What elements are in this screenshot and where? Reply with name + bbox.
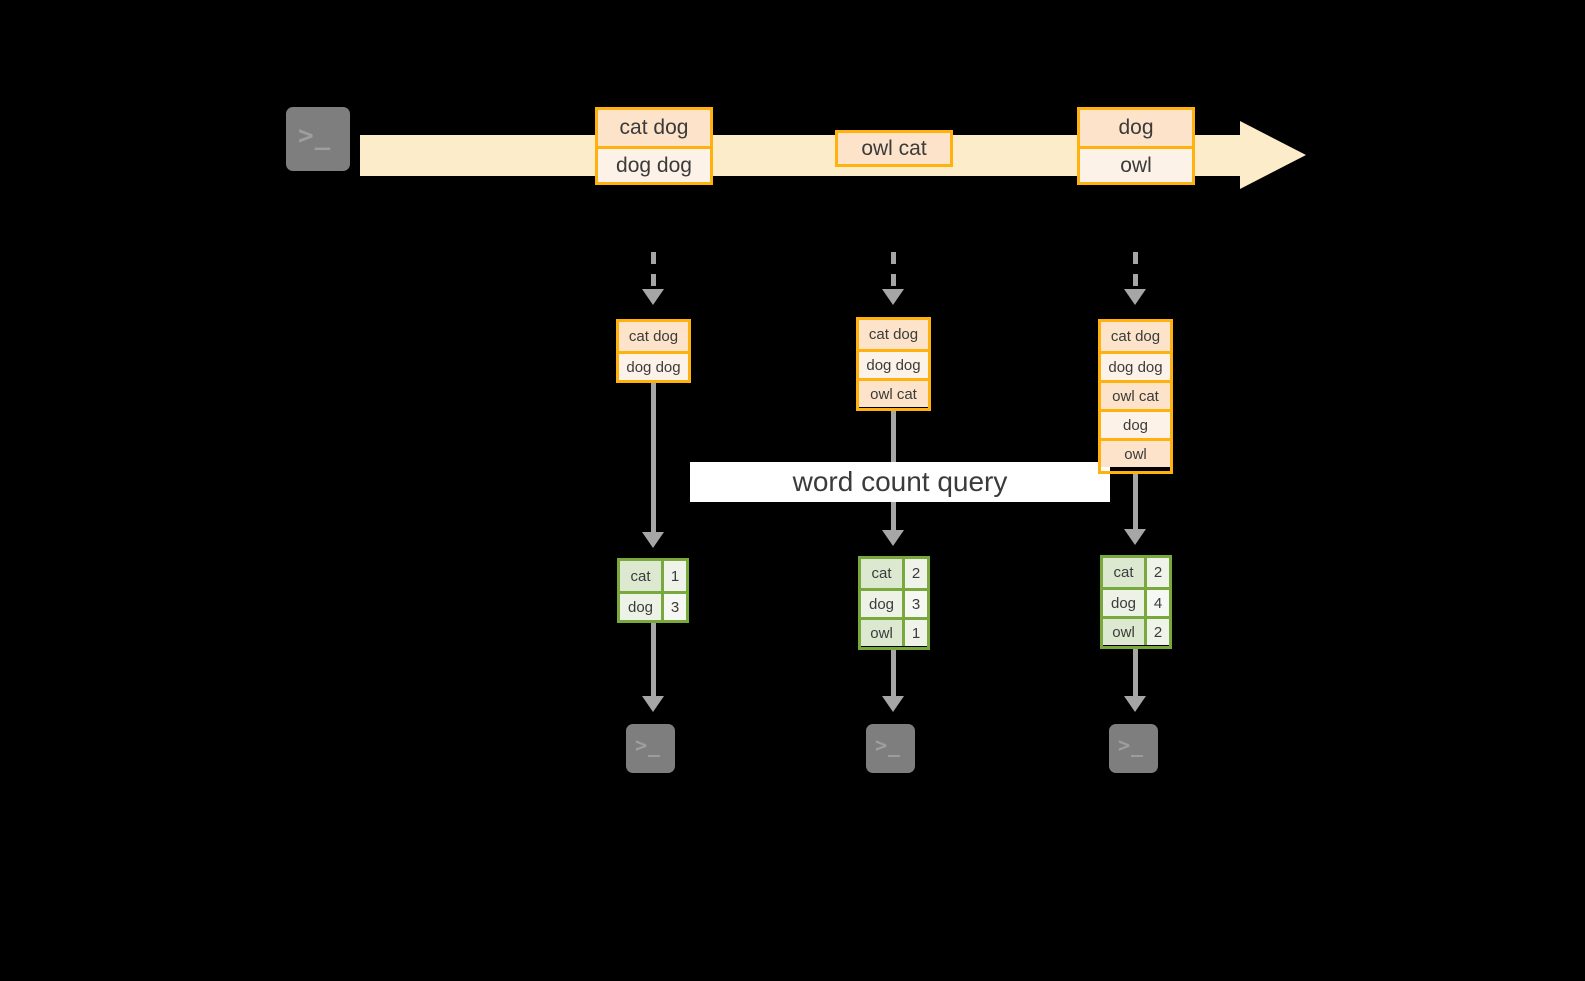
column-3-inbound-dashed-line bbox=[1133, 252, 1138, 292]
column-2-result-table[interactable]: cat 2 dog 3 owl 1 bbox=[858, 556, 930, 650]
table-row: dog 3 bbox=[861, 588, 927, 617]
count-cell: 2 bbox=[902, 559, 927, 588]
table-row: owl 1 bbox=[861, 617, 927, 646]
column-1-query-line bbox=[651, 383, 656, 535]
table-row: dog 3 bbox=[620, 591, 686, 620]
stream-line: dog dog bbox=[598, 146, 710, 182]
column-3-output-line bbox=[1133, 649, 1138, 699]
column-1-inbound-dashed-line bbox=[651, 252, 656, 292]
word-cell: dog bbox=[620, 594, 662, 620]
column-2-inbound-arrowhead bbox=[882, 289, 904, 305]
stream-line: owl cat bbox=[838, 133, 950, 164]
accumulated-line: owl bbox=[1101, 438, 1170, 467]
count-cell: 3 bbox=[661, 594, 686, 620]
word-cell: owl bbox=[1103, 619, 1145, 645]
count-cell: 1 bbox=[661, 561, 686, 591]
column-2-output-line bbox=[891, 650, 896, 699]
stream-line: owl bbox=[1080, 146, 1192, 182]
accumulated-line: cat dog bbox=[619, 322, 688, 351]
column-3-query-line bbox=[1133, 474, 1138, 532]
accumulated-line: owl cat bbox=[1101, 380, 1170, 409]
accumulated-line: dog dog bbox=[859, 349, 928, 378]
column-1-query-arrowhead bbox=[642, 532, 664, 548]
accumulated-line: dog dog bbox=[1101, 351, 1170, 380]
table-row: owl 2 bbox=[1103, 616, 1169, 645]
table-row: cat 2 bbox=[861, 559, 927, 588]
terminal-prompt-glyph: >_ bbox=[635, 733, 662, 757]
column-1-accumulated-box[interactable]: cat dog dog dog bbox=[616, 319, 691, 383]
word-cell: dog bbox=[1103, 590, 1145, 616]
stream-batch-2[interactable]: owl cat bbox=[835, 130, 953, 167]
column-2-query-arrowhead bbox=[882, 530, 904, 546]
word-cell: cat bbox=[861, 559, 903, 588]
accumulated-line: owl cat bbox=[859, 378, 928, 407]
stream-line: cat dog bbox=[598, 110, 710, 146]
column-1-output-line bbox=[651, 623, 656, 699]
accumulated-line: dog dog bbox=[619, 351, 688, 380]
word-cell: cat bbox=[620, 561, 662, 591]
count-cell: 4 bbox=[1144, 590, 1169, 616]
column-3-inbound-arrowhead bbox=[1124, 289, 1146, 305]
column-1-output-arrowhead bbox=[642, 696, 664, 712]
column-1-consumer-terminal-icon[interactable]: >_ bbox=[617, 715, 684, 782]
column-2-output-arrowhead bbox=[882, 696, 904, 712]
column-3-result-table[interactable]: cat 2 dog 4 owl 2 bbox=[1100, 555, 1172, 649]
word-cell: dog bbox=[861, 591, 903, 617]
producer-terminal-icon[interactable]: >_ bbox=[277, 98, 359, 180]
terminal-screen bbox=[626, 724, 675, 773]
stream-arrowhead bbox=[1240, 121, 1306, 189]
terminal-prompt-glyph: >_ bbox=[298, 121, 332, 151]
column-3-accumulated-box[interactable]: cat dog dog dog owl cat dog owl bbox=[1098, 319, 1173, 474]
accumulated-line: cat dog bbox=[1101, 322, 1170, 351]
count-cell: 2 bbox=[1144, 619, 1169, 645]
query-label: word count query bbox=[690, 462, 1110, 502]
word-cell: cat bbox=[1103, 558, 1145, 587]
column-2-consumer-terminal-icon[interactable]: >_ bbox=[857, 715, 924, 782]
column-2-accumulated-box[interactable]: cat dog dog dog owl cat bbox=[856, 317, 931, 411]
accumulated-line: dog bbox=[1101, 409, 1170, 438]
column-3-output-arrowhead bbox=[1124, 696, 1146, 712]
terminal-prompt-glyph: >_ bbox=[1118, 733, 1145, 757]
column-1-result-table[interactable]: cat 1 dog 3 bbox=[617, 558, 689, 623]
count-cell: 1 bbox=[902, 620, 927, 646]
count-cell: 2 bbox=[1144, 558, 1169, 587]
terminal-prompt-glyph: >_ bbox=[875, 733, 902, 757]
table-row: cat 2 bbox=[1103, 558, 1169, 587]
word-cell: owl bbox=[861, 620, 903, 646]
stream-line: dog bbox=[1080, 110, 1192, 146]
accumulated-line: cat dog bbox=[859, 320, 928, 349]
column-1-inbound-arrowhead bbox=[642, 289, 664, 305]
terminal-screen bbox=[1109, 724, 1158, 773]
column-2-inbound-dashed-line bbox=[891, 252, 896, 292]
count-cell: 3 bbox=[902, 591, 927, 617]
table-row: dog 4 bbox=[1103, 587, 1169, 616]
terminal-screen bbox=[286, 107, 350, 171]
terminal-screen bbox=[866, 724, 915, 773]
stream-batch-1[interactable]: cat dog dog dog bbox=[595, 107, 713, 185]
table-row: cat 1 bbox=[620, 561, 686, 591]
stream-batch-3[interactable]: dog owl bbox=[1077, 107, 1195, 185]
column-3-query-arrowhead bbox=[1124, 529, 1146, 545]
column-3-consumer-terminal-icon[interactable]: >_ bbox=[1100, 715, 1167, 782]
